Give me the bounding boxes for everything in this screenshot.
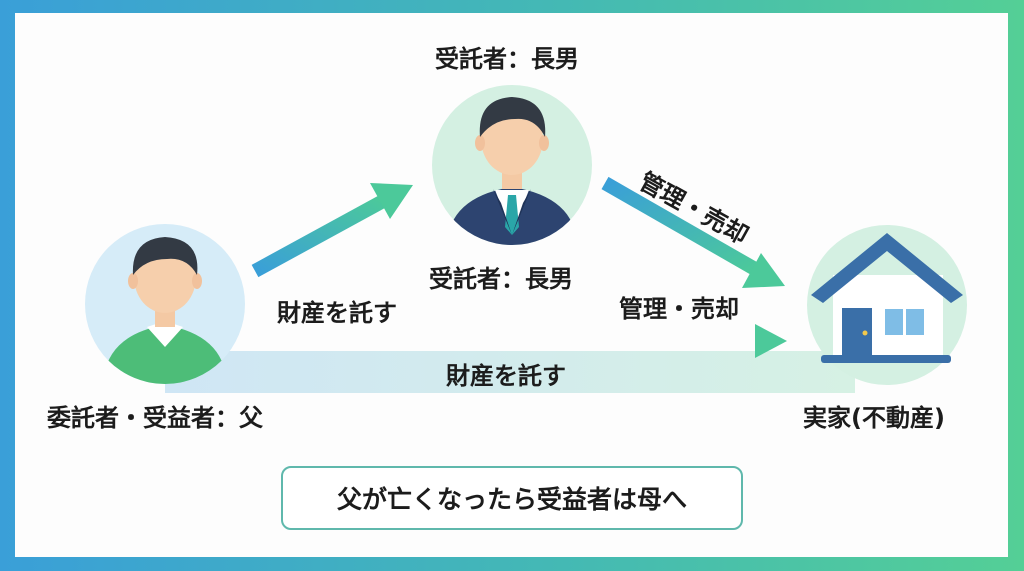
father-avatar [85,224,245,384]
property-label: 実家(不動産) [803,404,945,432]
arrow-entrust-horizontal [257,324,787,358]
settlor-label: 委託者・受益者：父 [47,404,263,432]
arrow-manage-diagonal [601,176,785,288]
entrust-label-lower: 財産を託す [446,362,566,390]
beneficiary-note: 父が亡くなったら受益者は母へ [281,466,743,530]
entrust-label-upper: 財産を託す [277,299,397,327]
son-avatar [432,85,592,245]
trustee-label-top: 受託者：長男 [435,45,579,73]
house-icon [807,225,967,385]
arrow-entrust-diagonal [251,183,413,278]
manage-label-flat: 管理・売却 [619,295,739,323]
beneficiary-note-text: 父が亡くなったら受益者は母へ [336,485,687,514]
diagram-canvas: 受託者：長男 受託者：長男 管理・売却 管理・売却 財産を託す 財産を託す 委託… [15,13,1008,557]
diagram-graphics [85,85,967,393]
connection-band [165,351,855,393]
trustee-label-mid: 受託者：長男 [429,265,573,293]
